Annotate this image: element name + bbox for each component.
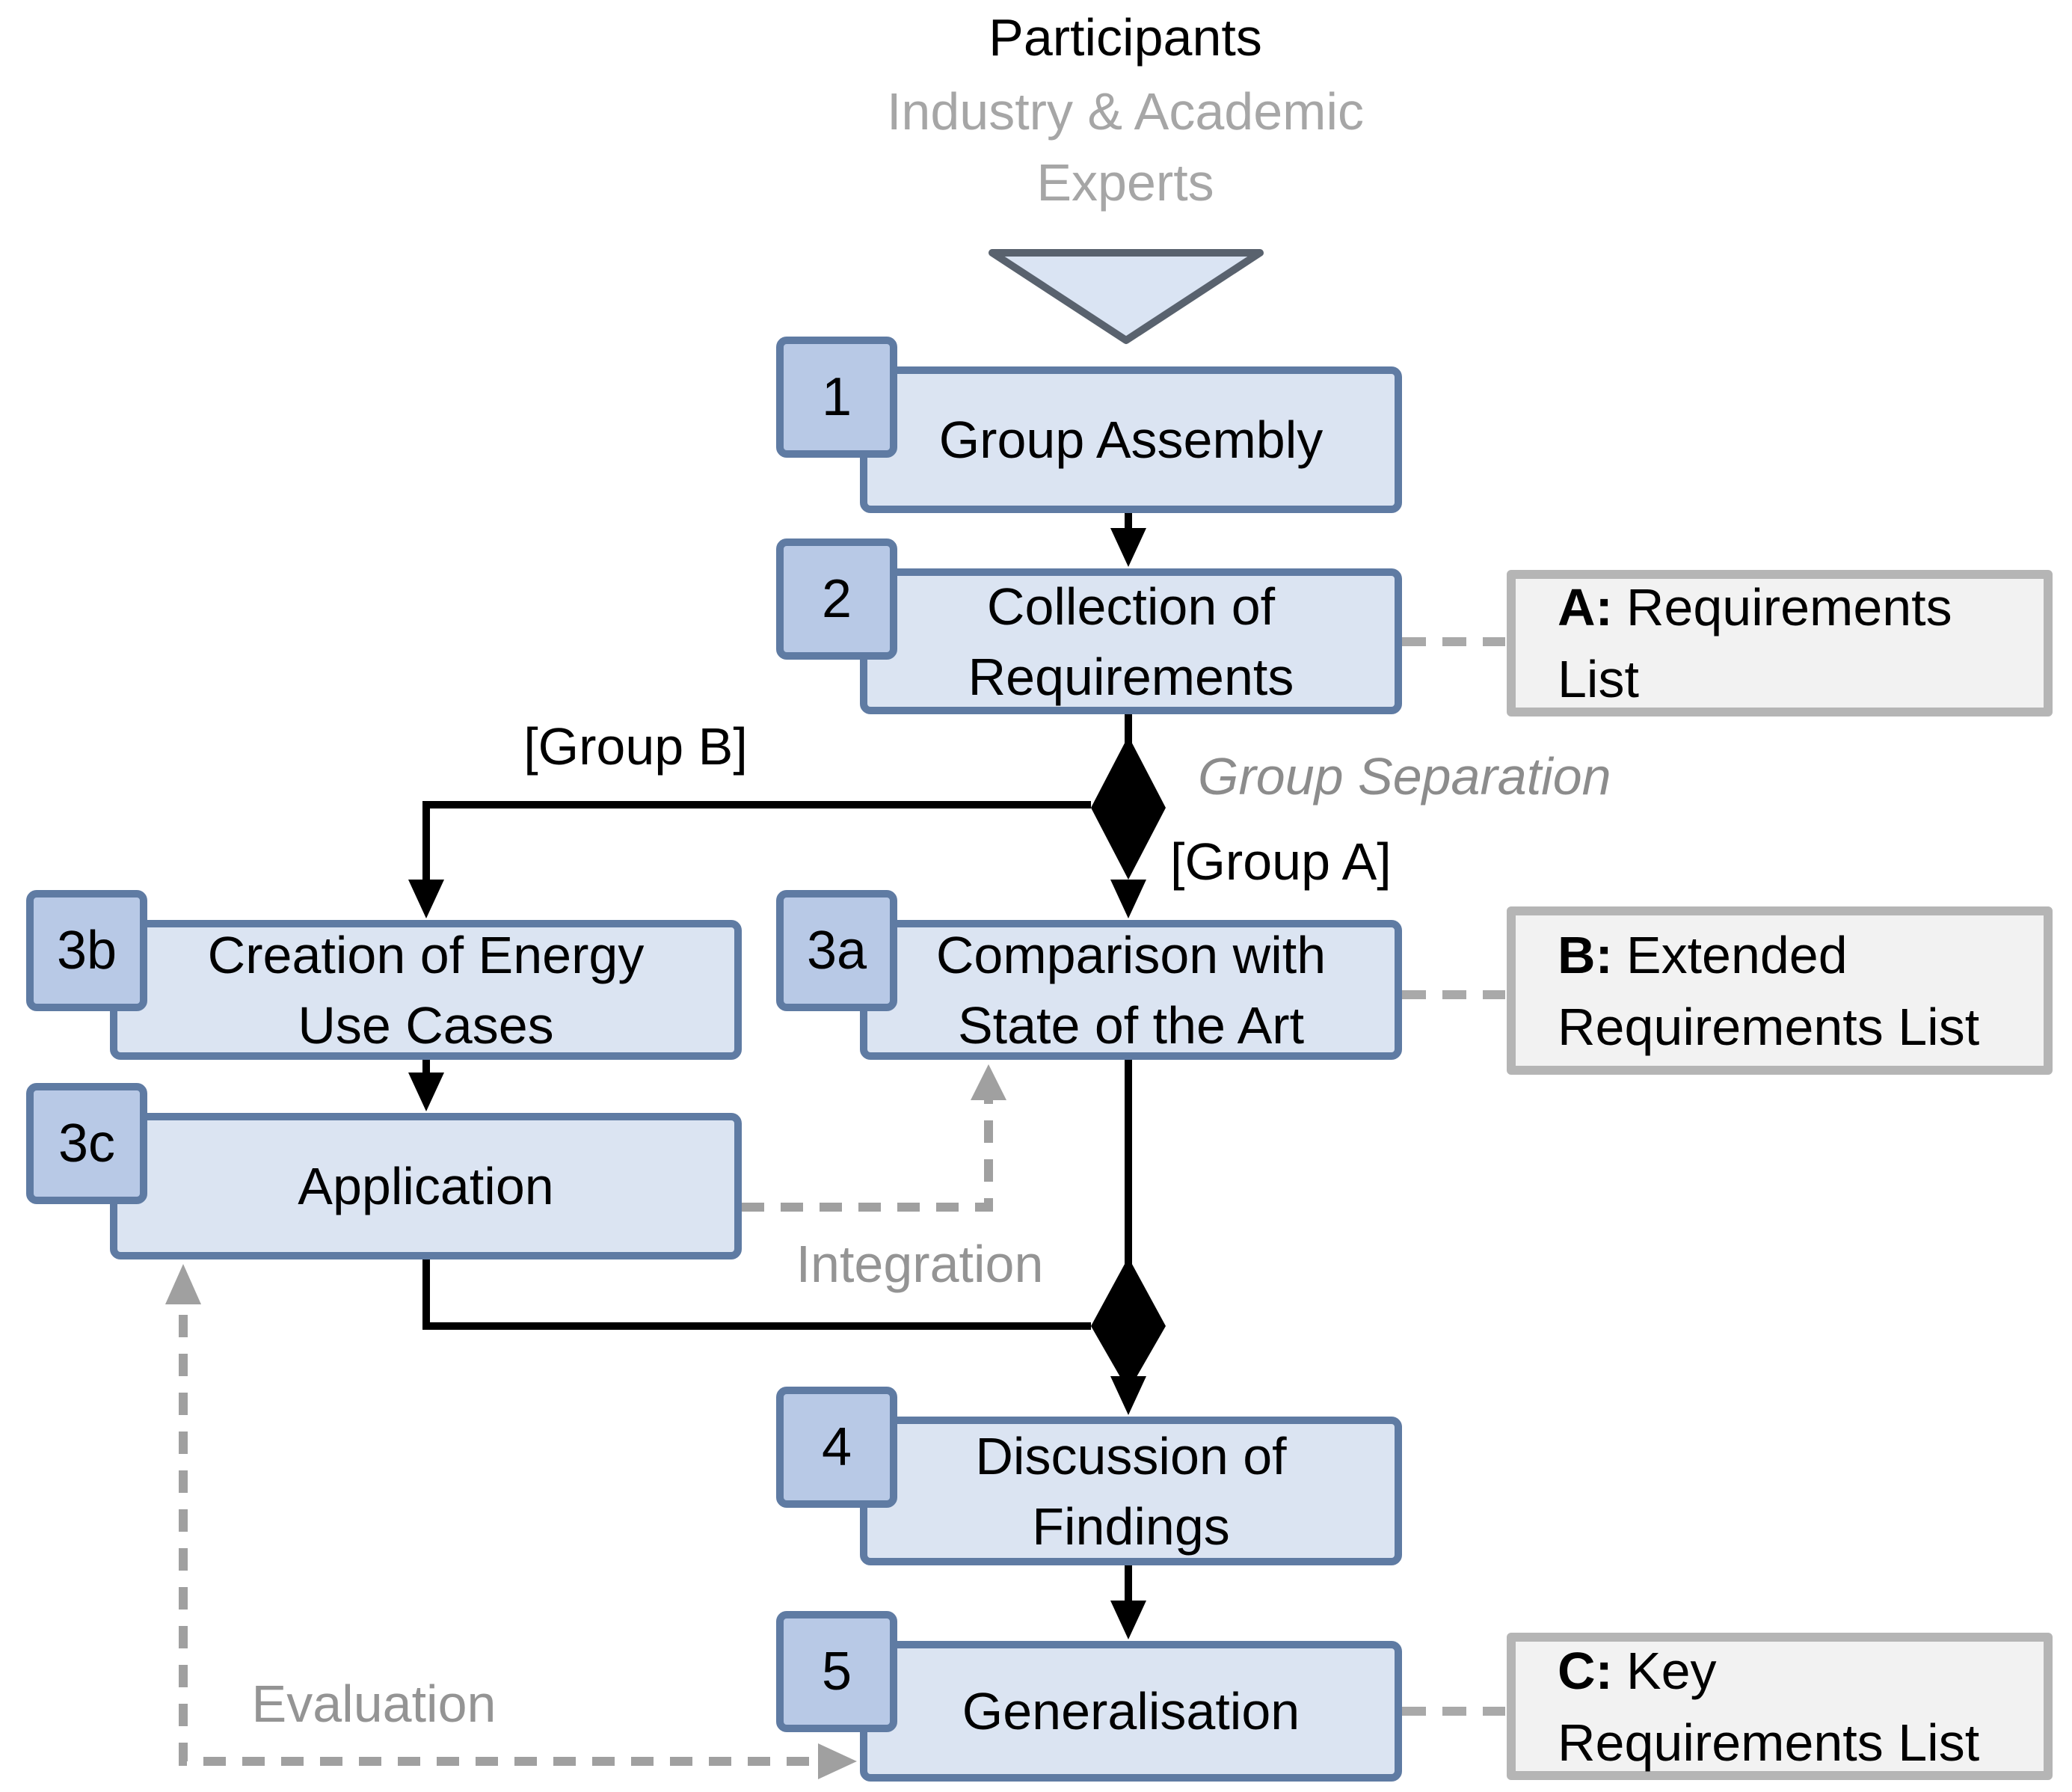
step-label-line2: Findings [1032,1497,1230,1556]
step-label-line1: Discussion of [975,1426,1287,1485]
participants-subtitle-line2: Experts [1036,153,1214,212]
step-label: Application [298,1157,554,1215]
merge-diamond [1091,1257,1166,1391]
badge-number: 4 [821,1417,852,1477]
integration-arrowhead [971,1064,1006,1100]
badge-number: 3c [58,1114,116,1173]
badge-number: 5 [821,1642,852,1702]
step-badge-2: 2 [776,538,897,660]
step-badge-3b: 3b [26,890,147,1011]
output-line2: List [1558,650,1639,708]
output-text: Requirements [1626,578,1952,636]
step-badge-3a: 3a [776,890,897,1011]
step-label-line1: Creation of Energy [207,925,645,984]
badge-number: 1 [821,367,852,427]
badge-number: 3b [56,921,117,981]
step-badge-3c: 3c [26,1083,147,1204]
label-group-b: [Group B] [523,717,748,776]
badge-number: 2 [821,569,852,629]
output-letter: C: [1558,1641,1613,1700]
output-box-a-requirements-list: A:Requirements List [1507,570,2053,717]
step-label-line2: Use Cases [298,995,554,1055]
step-label-line2: State of the Art [957,995,1305,1055]
step-box-4-discussion-of-findings: Discussion of Findings [860,1417,1402,1565]
flow-arrowhead-group-b [408,880,444,918]
output-line2: Requirements List [1558,1713,1980,1772]
label-evaluation: Evaluation [251,1675,497,1733]
step-box-3a-comparison-with-state-of-the-art: Comparison with State of the Art [860,920,1402,1060]
participants-subtitle: Industry & Academic Experts [748,76,1503,218]
step-badge-4: 4 [776,1387,897,1508]
step-label-line2: Requirements [968,647,1294,706]
step-box-1-group-assembly: Group Assembly [860,366,1402,513]
flow-arrowhead-3b-3c [408,1073,444,1111]
step-box-3b-creation-of-energy-use-cases: Creation of Energy Use Cases [110,920,742,1060]
flow-arrowhead-1-2 [1110,528,1146,567]
participants-triangle-icon [989,249,1264,344]
step-label: Group Assembly [938,411,1324,469]
flow-line-3c-merge [422,1259,1091,1330]
step-badge-5: 5 [776,1611,897,1732]
evaluation-arrowhead-up [165,1264,201,1304]
step-label-line1: Collection of [986,577,1276,636]
step-box-2-collection-of-requirements: Collection of Requirements [860,568,1402,714]
label-group-separation: Group Separation [1198,747,1611,806]
output-text: Extended [1626,925,1848,984]
evaluation-dashed-line [179,1276,820,1766]
output-letter: B: [1558,925,1613,984]
output-line1: C:Key [1558,1635,2044,1707]
output-line1: A:Requirements [1558,571,2044,643]
page-title: Participants [989,8,1262,67]
step-label: Generalisation [962,1682,1300,1740]
output-line2: Requirements List [1558,997,1980,1056]
label-integration: Integration [796,1235,1044,1293]
output-text: Key [1626,1641,1717,1700]
step-box-3c-application: Application [110,1113,742,1259]
separation-diamond [1091,736,1166,880]
output-line1: B:Extended [1558,919,2044,991]
integration-dashed-line [742,1078,993,1212]
output-box-c-key-requirements-list: C:Key Requirements List [1507,1633,2053,1780]
output-letter: A: [1558,578,1613,636]
flow-arrowhead-4-5 [1110,1601,1146,1639]
flow-arrowhead-merge-4 [1110,1376,1146,1415]
step-box-5-generalisation: Generalisation [860,1641,1402,1782]
participants-subtitle-line1: Industry & Academic [886,82,1365,141]
step-badge-1: 1 [776,337,897,458]
badge-number: 3a [806,921,867,981]
flow-line-group-b [422,801,1091,881]
flow-arrowhead-group-a [1110,880,1146,918]
output-box-b-extended-requirements-list: B:Extended Requirements List [1507,906,2053,1075]
label-group-a: [Group A] [1170,832,1392,891]
step-label-line1: Comparison with [935,925,1326,984]
evaluation-arrowhead-right [818,1743,857,1779]
